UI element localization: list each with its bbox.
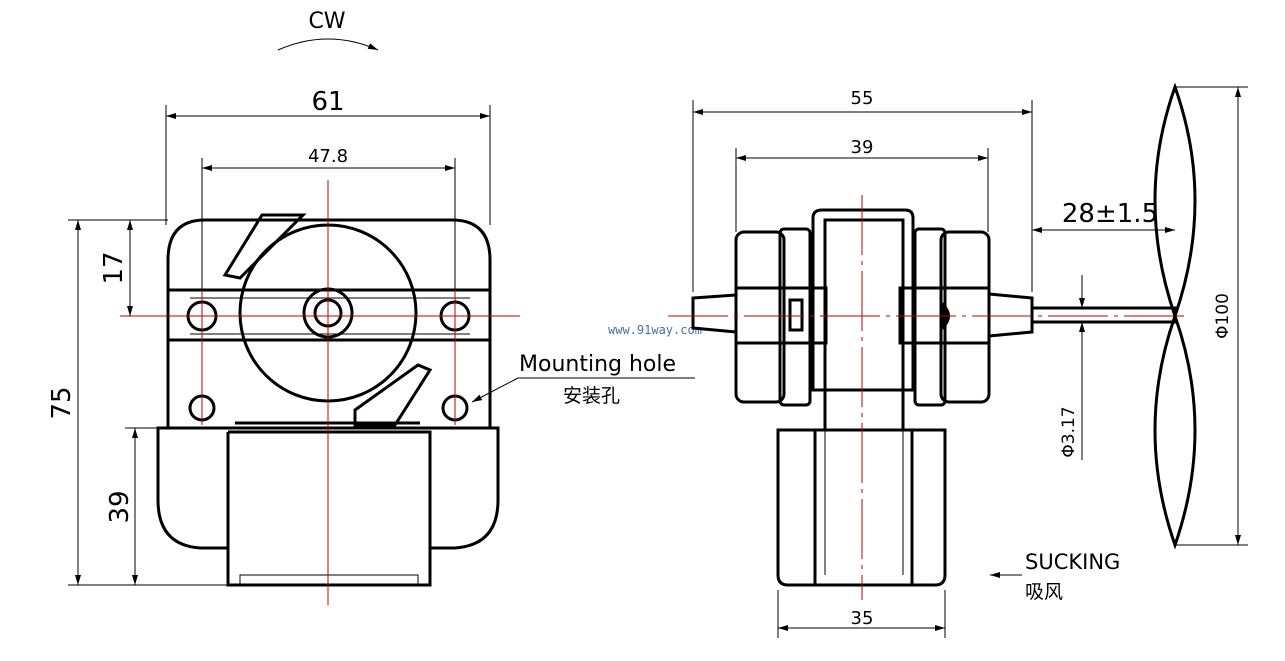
fan-blade-bottom — [1153, 311, 1197, 550]
mounting-hole-label: Mounting hole — [519, 352, 676, 377]
fan-blade-top — [1153, 82, 1197, 321]
frame-outline — [166, 218, 492, 428]
front-view: CW 61 47.8 — [47, 9, 695, 605]
watermark: www.91way.com — [608, 323, 702, 337]
airflow-label: SUCKING — [1025, 550, 1120, 574]
dim-28-label: 28±1.5 — [1062, 199, 1158, 229]
dim-35-label: 35 — [851, 608, 874, 629]
airflow-label-cn: 吸风 — [1025, 581, 1063, 603]
shaft — [1030, 306, 1177, 324]
dim-75-label: 75 — [47, 386, 77, 419]
dim-shaft-diameter-label: Φ3.17 — [1059, 406, 1079, 457]
dim-61-label: 61 — [311, 87, 344, 117]
upper-clip — [222, 213, 307, 280]
cw-label: CW — [308, 9, 345, 34]
dim-17-label: 17 — [99, 251, 129, 284]
mounting-hole-label-cn: 安装孔 — [563, 385, 620, 407]
shaft-rear — [691, 293, 737, 334]
dim-39-body-label: 39 — [851, 137, 874, 158]
bracket — [811, 208, 915, 392]
rotation-arrow-icon — [277, 38, 379, 51]
dim-39-label: 39 — [105, 490, 135, 523]
coil-side — [776, 428, 947, 587]
side-view: 55 39 28±1.5 Φ100 Φ3.17 — [668, 82, 1248, 638]
dim-55-label: 55 — [851, 88, 874, 109]
shaft-front-boss — [988, 292, 1034, 338]
dim-fan-diameter-label: Φ100 — [1213, 293, 1233, 339]
dim-47-8-label: 47.8 — [308, 146, 348, 167]
